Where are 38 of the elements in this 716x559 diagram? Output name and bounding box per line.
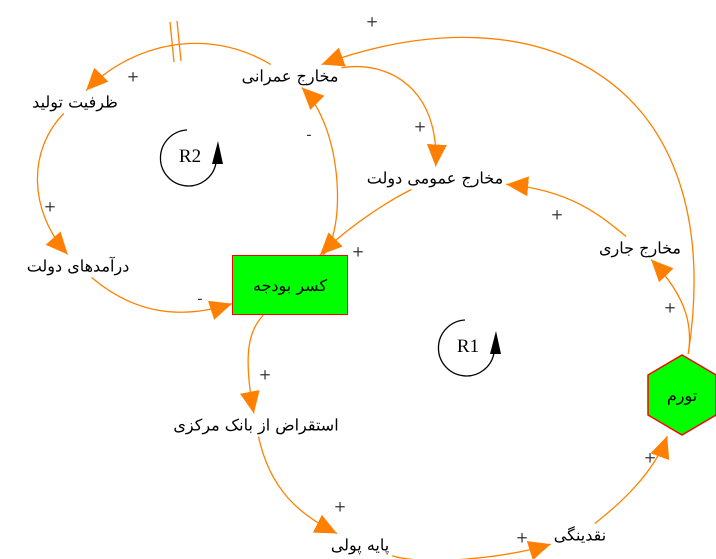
causal-arrow	[341, 66, 446, 166]
variable-label: درآمدهای دولت	[24, 254, 132, 278]
polarity-sign: +	[516, 530, 528, 546]
polarity-sign: +	[644, 450, 656, 466]
variable-label: پایه پولی	[328, 534, 392, 556]
variable-label: مخارج عمومی دولت	[364, 166, 506, 190]
causal-arrow	[86, 42, 272, 91]
causal-arrow	[392, 540, 551, 559]
causal-arrow	[36, 113, 68, 255]
polarity-sign: +	[352, 244, 364, 260]
hexagon-node	[647, 354, 716, 436]
variable-label: مخارج جاری	[596, 236, 684, 260]
variable-label: نقدینگی	[550, 524, 610, 546]
loop-label: R1	[456, 336, 480, 358]
variable-label: استقراض از بانک مرکزی	[170, 414, 342, 436]
causal-arrow	[320, 188, 412, 256]
causal-arrow	[301, 87, 338, 256]
stock-box: کسر بودجه	[232, 255, 348, 315]
polarity-sign: -	[197, 292, 203, 306]
causal-arrow	[594, 436, 668, 524]
polarity-sign: +	[44, 200, 56, 214]
causal-arrow	[258, 436, 338, 534]
causal-arrow	[240, 314, 264, 414]
polarity-sign: +	[550, 208, 564, 222]
polarity-sign: +	[664, 300, 676, 316]
polarity-sign: +	[366, 14, 378, 30]
polarity-sign: -	[306, 128, 312, 142]
polarity-sign: +	[334, 500, 346, 514]
polarity-sign: +	[414, 120, 426, 134]
loop-label: R2	[178, 146, 202, 168]
causal-arrow	[506, 176, 626, 237]
variable-label: ظرفیت تولید	[29, 90, 121, 114]
polarity-sign: +	[126, 70, 140, 84]
polarity-sign: +	[258, 368, 272, 382]
causal-arrow	[91, 277, 232, 320]
causal-arrow	[321, 37, 694, 354]
variable-label: مخارج عمرانی	[238, 64, 342, 88]
node-label: تورم	[666, 386, 698, 404]
